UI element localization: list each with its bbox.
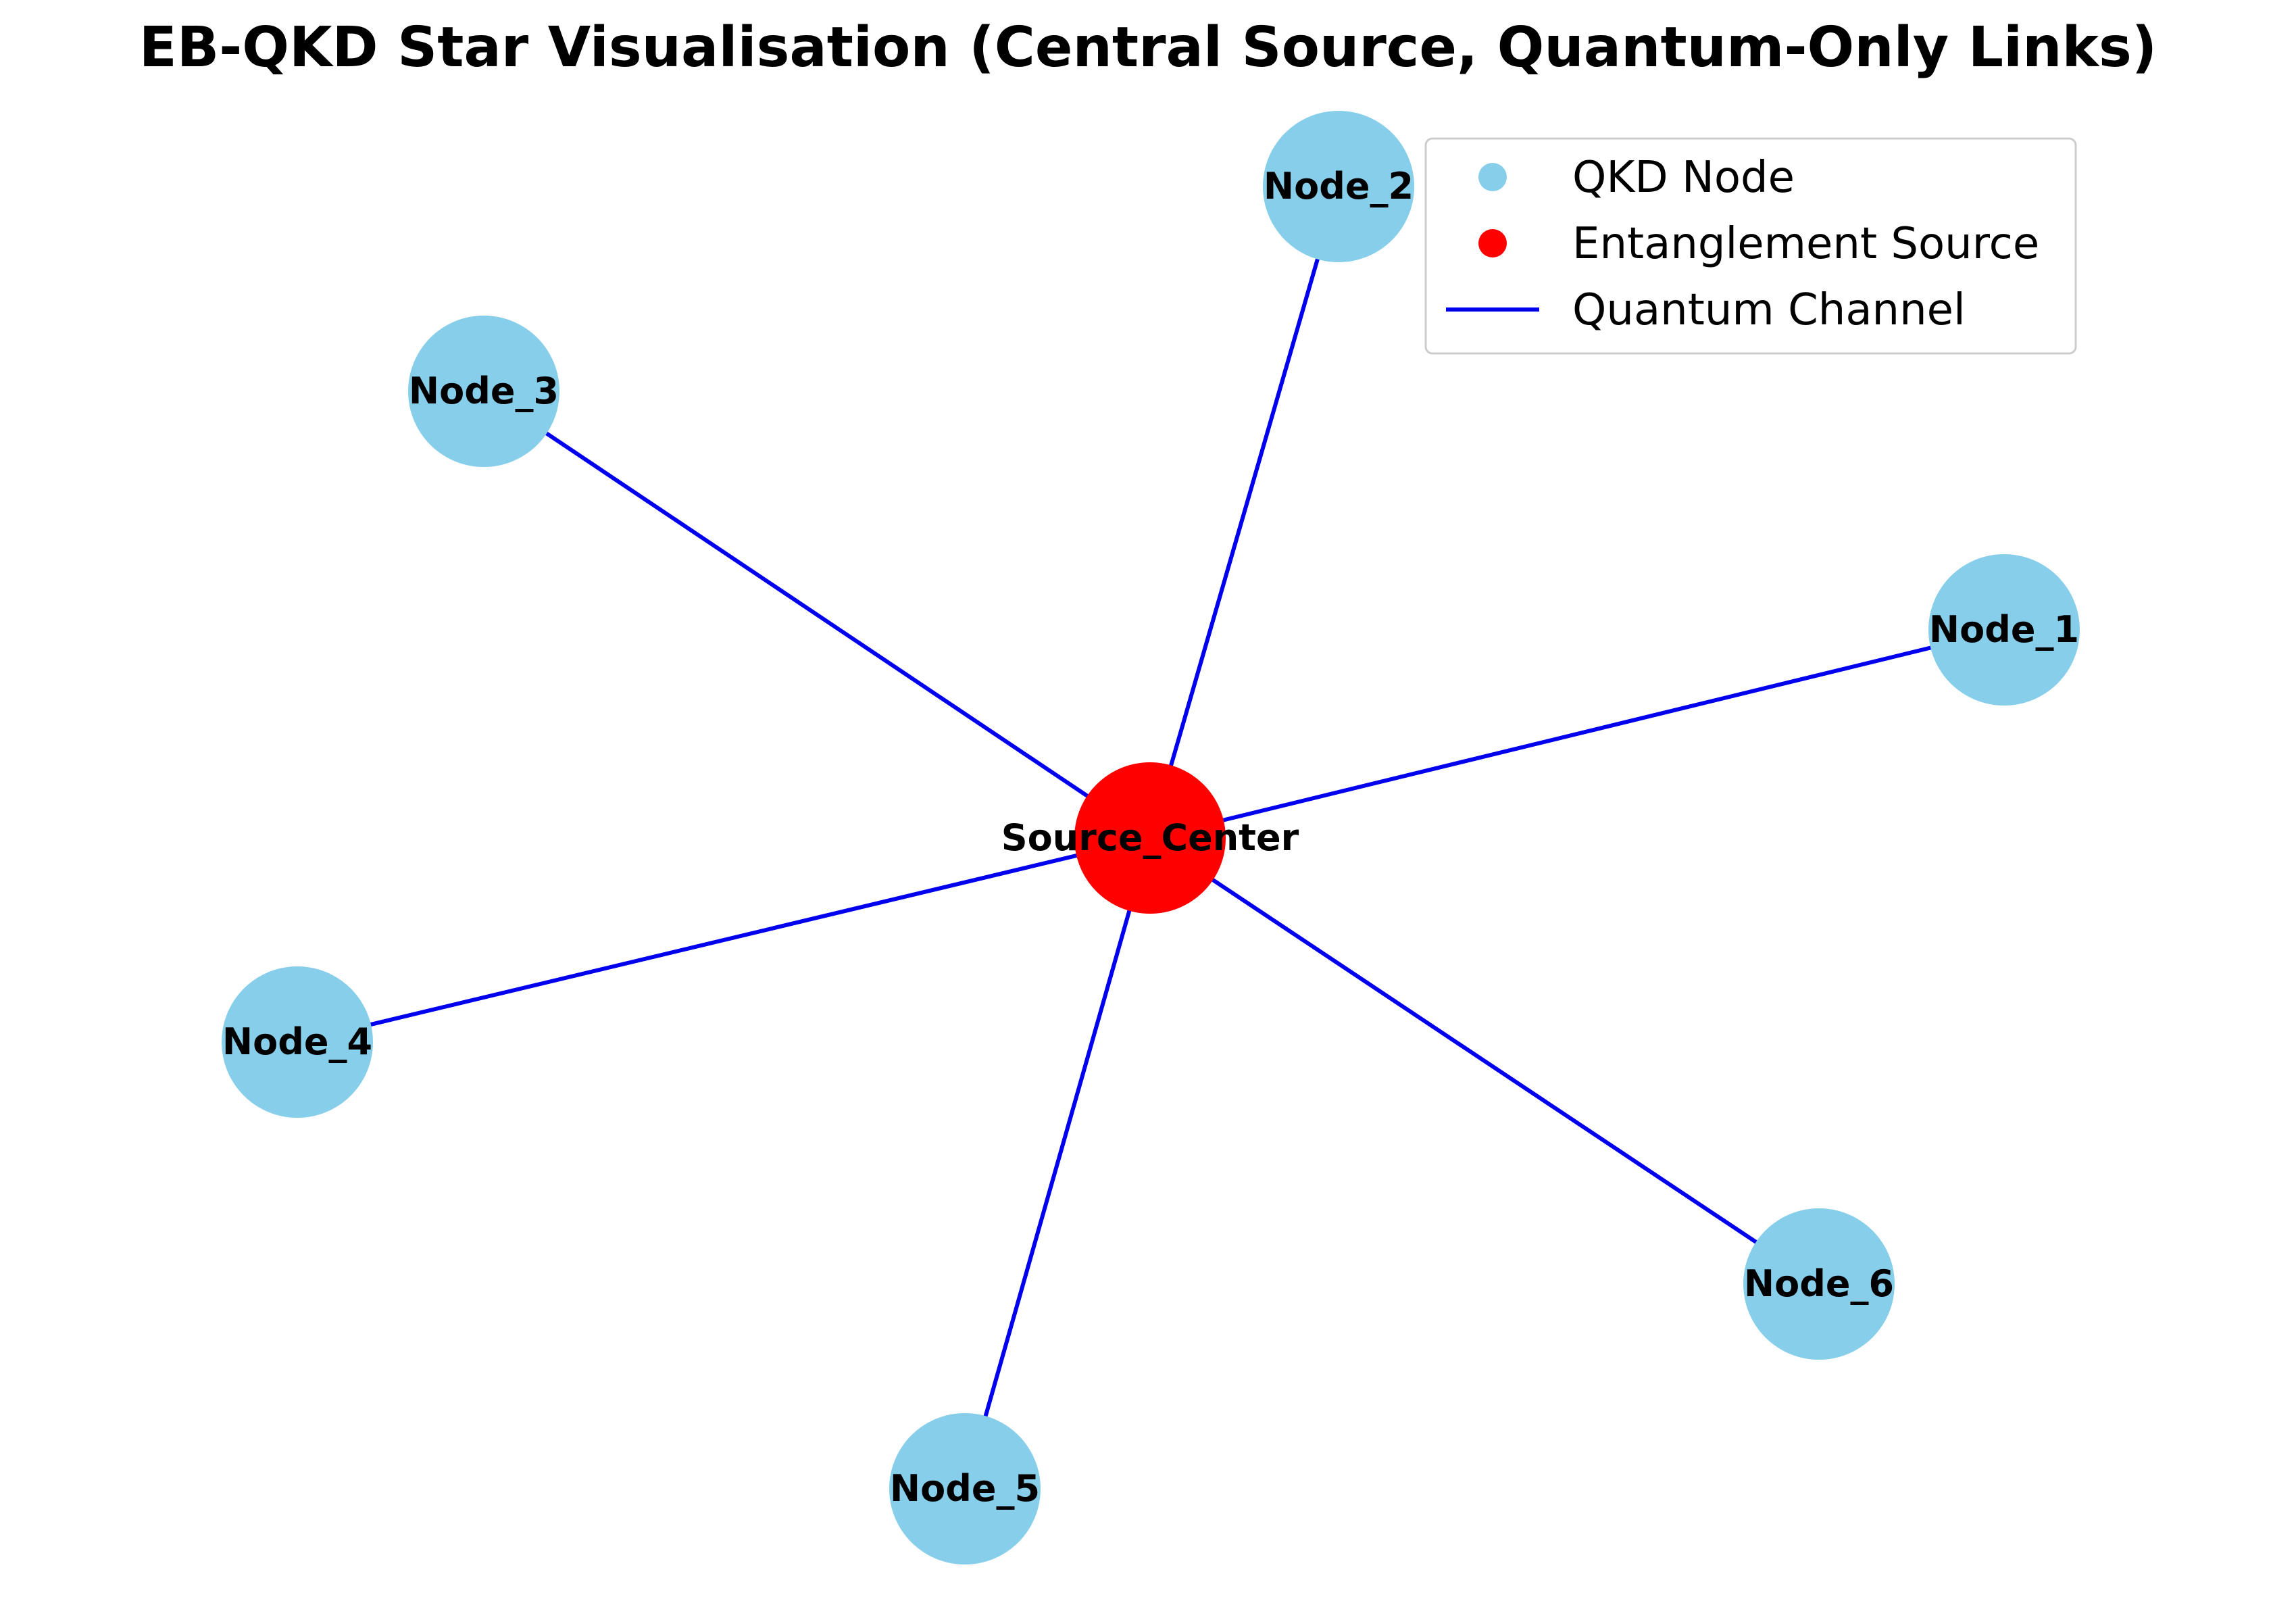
node-label-n2: Node_2 (1264, 165, 1414, 207)
legend-marker-swatch (1478, 229, 1507, 257)
entanglement-source-node (1074, 762, 1226, 914)
labels-layer: Source_Center Node_1 Node_2Node_3Node_4Nod… (222, 165, 2079, 1510)
quantum-channel-source-n3 (545, 431, 1089, 798)
node-label-n4: Node_4 (222, 1020, 372, 1063)
nodes-layer (222, 111, 2080, 1564)
node-label-source: Source_Center (1001, 816, 1299, 859)
node-label-n1: Node_1 (1929, 608, 2079, 651)
quantum-channel-source-n1 (1221, 645, 1933, 822)
node-label-n5: Node_5 (890, 1467, 1040, 1510)
node-label-n6: Node_6 (1744, 1262, 1894, 1305)
quantum-channel-source-n2 (1169, 257, 1320, 768)
qkd-node-n6 (1743, 1208, 1895, 1360)
diagram-title: EB-QKD Star Visualisation (Central Sourc… (139, 16, 2157, 80)
node-label-n3: Node_3 (409, 370, 559, 412)
quantum-channel-source-n6 (1211, 878, 1758, 1244)
qkd-node-n2 (1263, 111, 1414, 262)
quantum-channel-source-n4 (368, 854, 1079, 1027)
qkd-node-n1 (1928, 554, 2080, 706)
qkd-node-n3 (408, 316, 559, 467)
quantum-channel-source-n5 (983, 908, 1132, 1419)
qkd-node-n5 (889, 1413, 1041, 1564)
legend-label: QKD Node (1572, 153, 1795, 203)
legend-box (1424, 137, 2077, 355)
legend-marker-swatch (1478, 163, 1507, 191)
legend-label: Quantum Channel (1572, 285, 1966, 335)
qkd-node-n4 (222, 966, 373, 1118)
edges-layer (368, 257, 1933, 1419)
legend-label: Entanglement Source (1572, 219, 2039, 269)
